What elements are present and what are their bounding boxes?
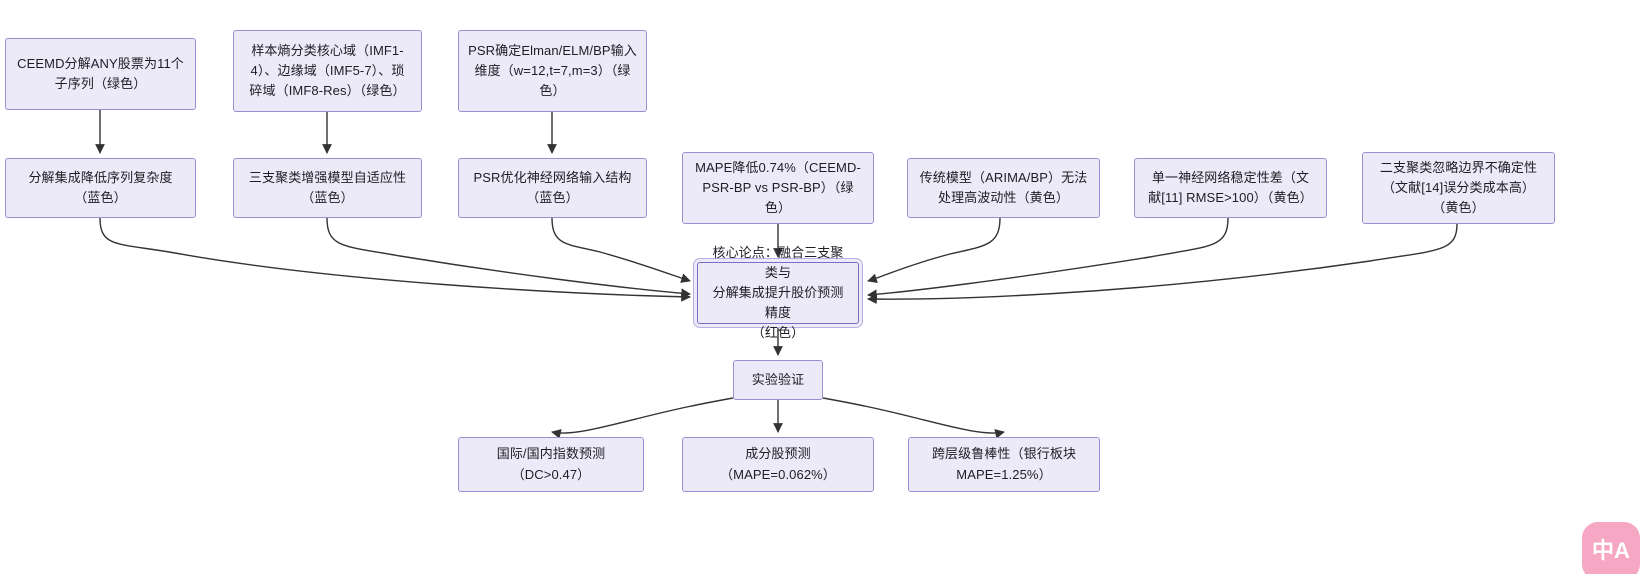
node-label: 单一神经网络稳定性差（文 献[11] RMSE>100）（黄色） bbox=[1148, 169, 1313, 205]
node-decomposition-reduces-complexity[interactable]: 分解集成降低序列复杂度 （蓝色） bbox=[5, 158, 196, 218]
node-ceemd-decompose[interactable]: CEEMD分解ANY股票为11个 子序列（绿色） bbox=[5, 38, 196, 110]
edge-n9-core bbox=[867, 217, 1229, 300]
node-label: MAPE降低0.74%（CEEMD- PSR-BP vs PSR-BP）（绿 色… bbox=[695, 159, 861, 216]
node-traditional-models-limitation[interactable]: 传统模型（ARIMA/BP）无法 处理高波动性（黄色） bbox=[907, 158, 1100, 218]
edge-n6-core bbox=[551, 217, 691, 283]
node-label: CEEMD分解ANY股票为11个 子序列（绿色） bbox=[17, 55, 184, 91]
node-label: 分解集成降低序列复杂度 （蓝色） bbox=[28, 169, 173, 205]
edge-n10-core bbox=[867, 223, 1458, 305]
node-label: 三支聚类增强模型自适应性 （蓝色） bbox=[248, 169, 407, 205]
node-label: 传统模型（ARIMA/BP）无法 处理高波动性（黄色） bbox=[919, 169, 1088, 205]
node-label: 国际/国内指数预测 （DC>0.47） bbox=[496, 446, 606, 482]
node-label: PSR优化神经网络输入结构 （蓝色） bbox=[473, 169, 632, 205]
watermark-badge: 中A bbox=[1582, 522, 1640, 574]
node-psr-input-dimension[interactable]: PSR确定Elman/ELM/BP输入 维度（w=12,t=7,m=3）（绿 色… bbox=[458, 30, 647, 112]
node-label: PSR确定Elman/ELM/BP输入 维度（w=12,t=7,m=3）（绿 色… bbox=[468, 42, 637, 99]
node-core-thesis[interactable]: 核心论点：融合三支聚类与 分解集成提升股价预测精度 （红色） bbox=[697, 245, 859, 340]
node-constituent-stock-prediction[interactable]: 成分股预测 （MAPE=0.062%） bbox=[682, 437, 874, 492]
node-cross-level-robustness[interactable]: 跨层级鲁棒性（银行板块 MAPE=1.25%） bbox=[908, 437, 1100, 492]
watermark-label: 中A bbox=[1592, 538, 1630, 563]
node-single-network-instability[interactable]: 单一神经网络稳定性差（文 献[11] RMSE>100）（黄色） bbox=[1134, 158, 1327, 218]
node-experimental-validation[interactable]: 实验验证 bbox=[733, 360, 823, 400]
node-sample-entropy-classify[interactable]: 样本熵分类核心域（IMF1- 4）、边缘域（IMF5-7）、琐 碎域（IMF8-… bbox=[233, 30, 422, 112]
edge-n8-core bbox=[867, 217, 1001, 284]
edge-n11-n12 bbox=[551, 397, 734, 439]
node-label: 实验验证 bbox=[751, 371, 805, 387]
node-label: 跨层级鲁棒性（银行板块 MAPE=1.25%） bbox=[931, 446, 1077, 482]
node-label: 样本熵分类核心域（IMF1- 4）、边缘域（IMF5-7）、琐 碎域（IMF8-… bbox=[249, 42, 406, 99]
node-label: 核心论点：融合三支聚类与 分解集成提升股价预测精度 （红色） bbox=[712, 244, 844, 341]
node-three-way-clustering-adaptivity[interactable]: 三支聚类增强模型自适应性 （蓝色） bbox=[233, 158, 422, 218]
node-index-prediction[interactable]: 国际/国内指数预测 （DC>0.47） bbox=[458, 437, 644, 492]
node-two-way-clustering-boundary[interactable]: 二支聚类忽略边界不确定性 （文献[14]误分类成本高） （黄色） bbox=[1362, 152, 1555, 224]
edge-n4-core bbox=[99, 217, 691, 302]
node-psr-optimizes-network-input[interactable]: PSR优化神经网络输入结构 （蓝色） bbox=[458, 158, 647, 218]
node-label: 二支聚类忽略边界不确定性 （文献[14]误分类成本高） （黄色） bbox=[1379, 159, 1538, 216]
node-label: 成分股预测 （MAPE=0.062%） bbox=[720, 446, 836, 482]
node-mape-reduction[interactable]: MAPE降低0.74%（CEEMD- PSR-BP vs PSR-BP）（绿 色… bbox=[682, 152, 874, 224]
edge-n11-n14 bbox=[822, 397, 1005, 439]
edge-n5-core bbox=[326, 217, 691, 299]
